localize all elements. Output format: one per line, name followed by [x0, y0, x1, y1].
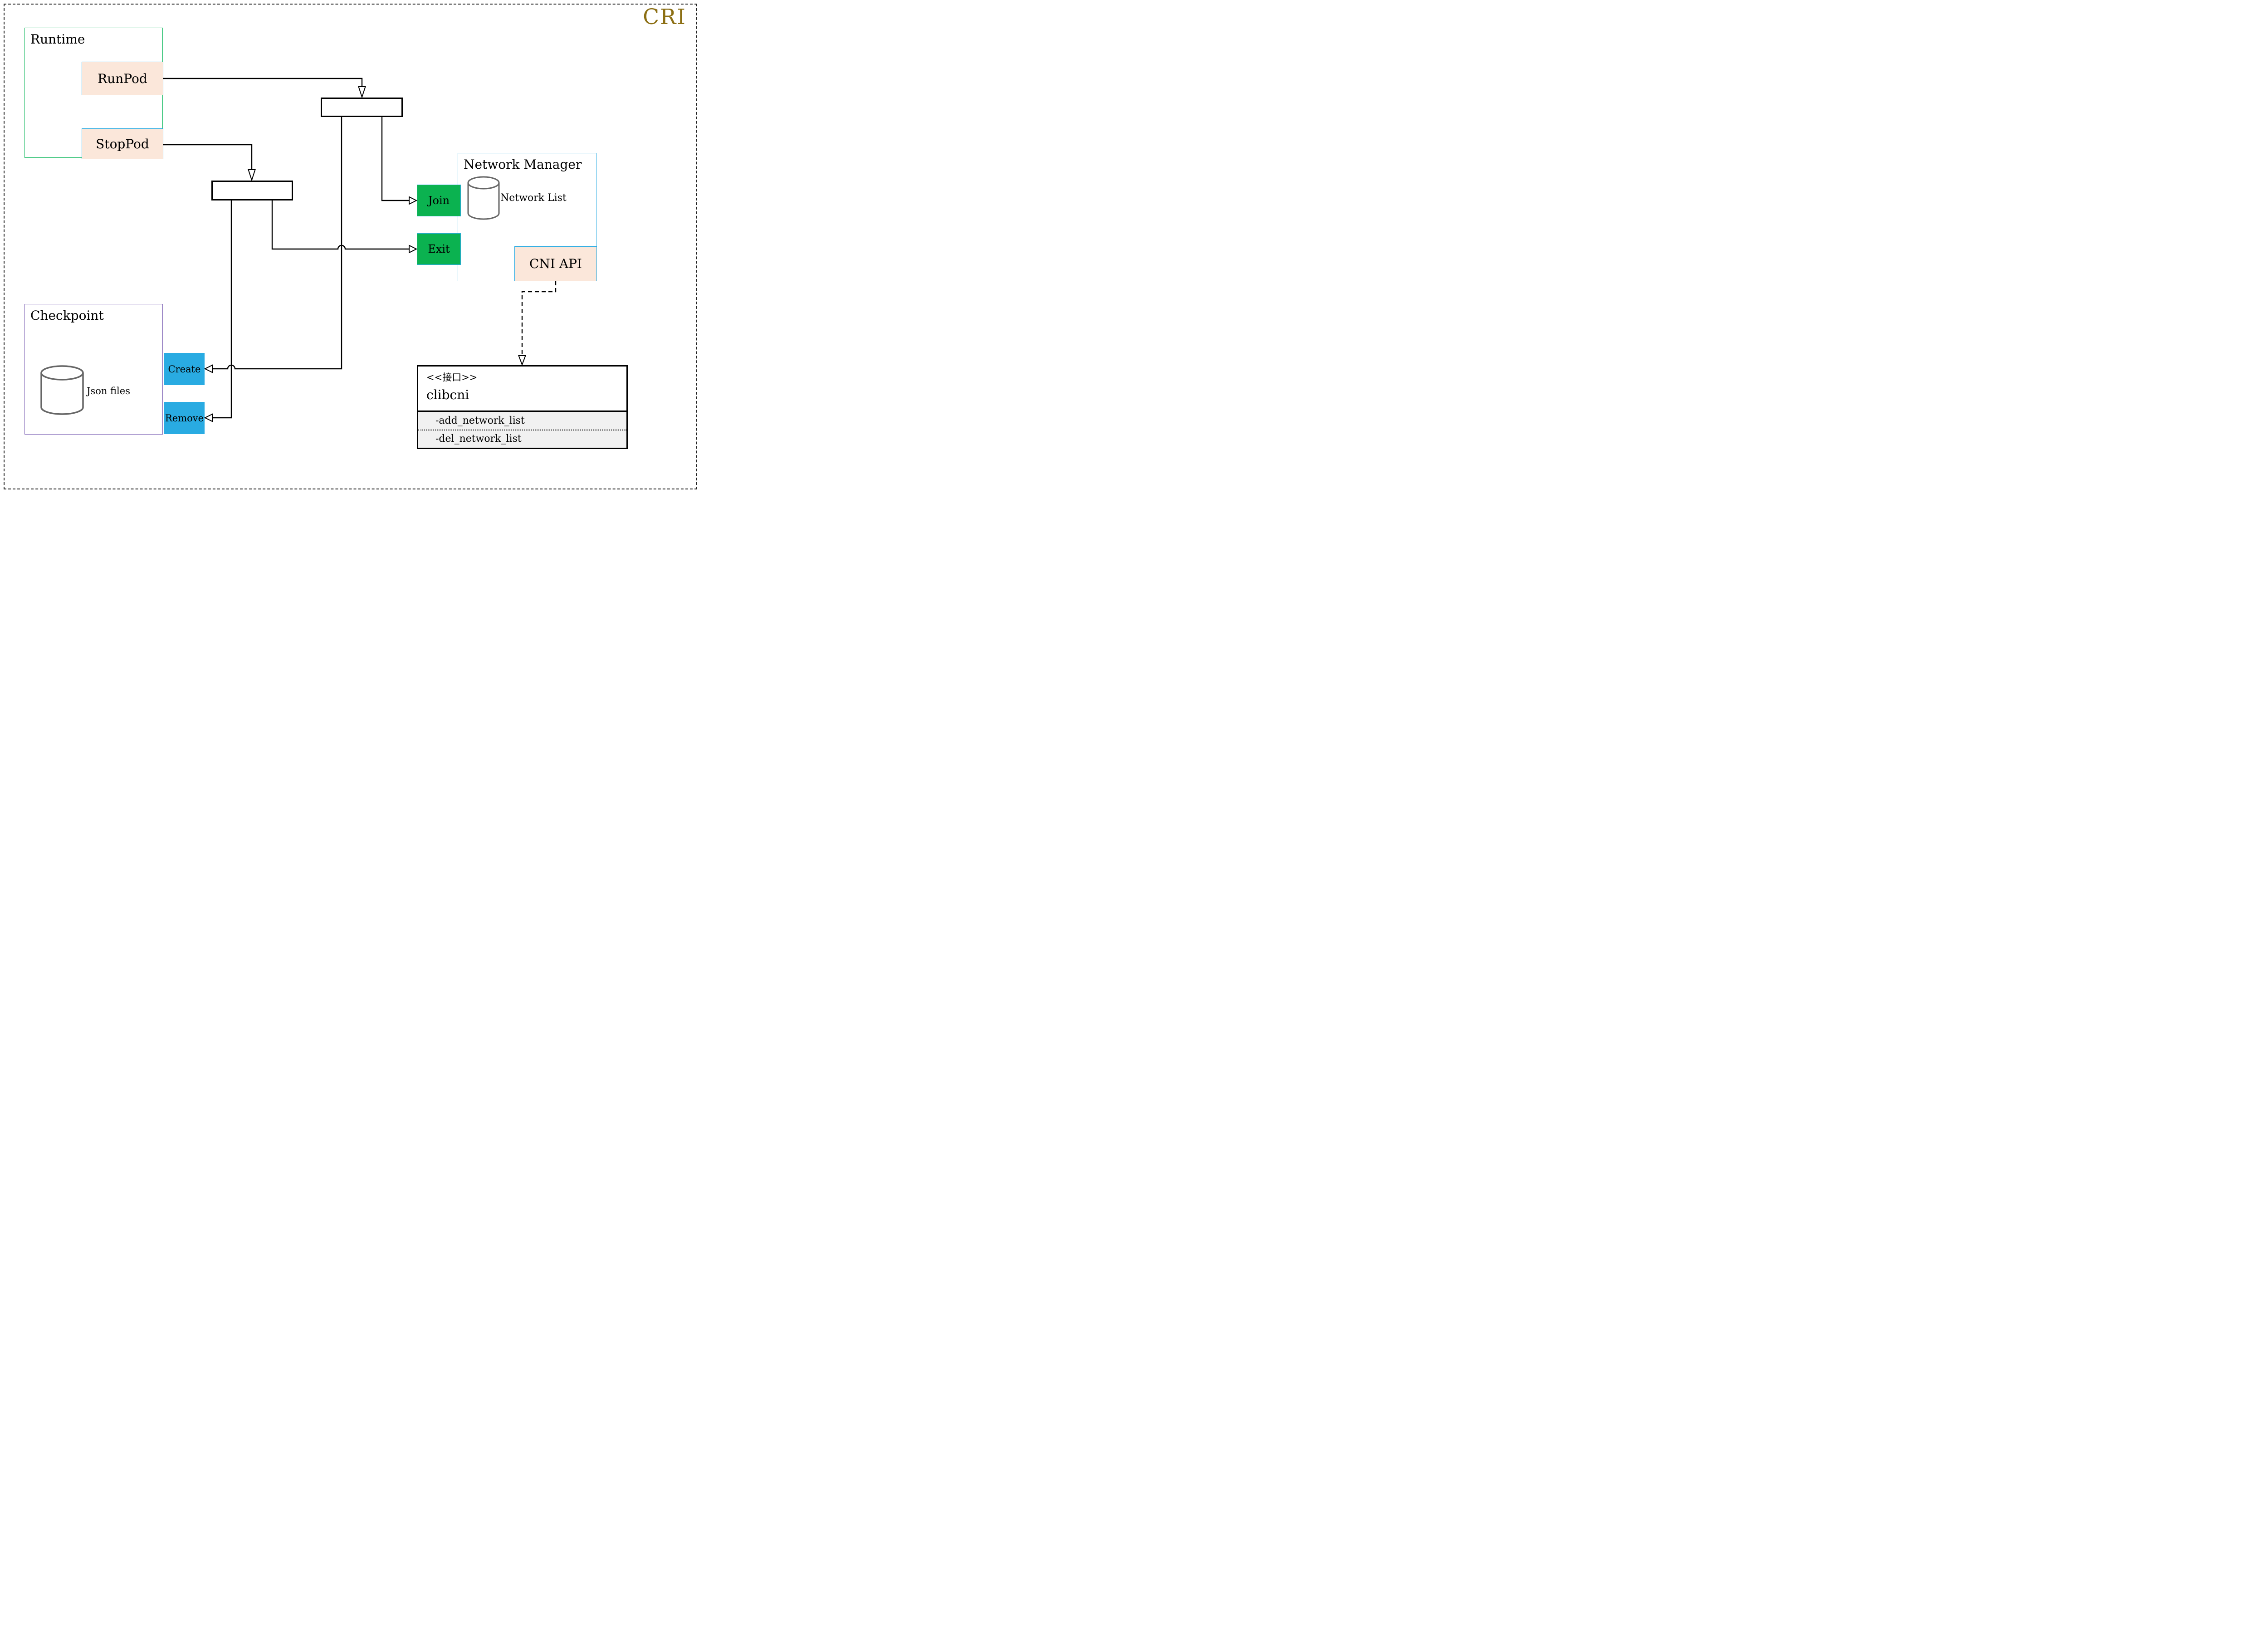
- checkpoint-group-title: Checkpoint: [30, 308, 104, 323]
- method-del-network-list: -del_network_list: [435, 433, 522, 445]
- runtime-group-title: Runtime: [30, 32, 85, 47]
- json-files-label: Json files: [87, 386, 130, 396]
- cri-title: CRI: [643, 5, 686, 29]
- interface-stereotype-label: <<接口>>: [426, 372, 478, 383]
- method-add-network-list: -add_network_list: [418, 412, 626, 430]
- clibcni-interface-box: <<接口>> clibcni -add_network_list -del_ne…: [417, 365, 628, 449]
- clibcni-methods-section: -add_network_list -del_network_list: [418, 411, 626, 448]
- network-list-label: Network List: [500, 192, 567, 204]
- diagram-canvas: CRI Runtime RunPod StopPod Network Manag…: [0, 0, 701, 493]
- network-manager-group-title: Network Manager: [464, 157, 582, 172]
- join-node: Join: [417, 185, 461, 216]
- checkpoint-group-box: Checkpoint: [24, 304, 163, 435]
- clibcni-header: <<接口>> clibcni: [418, 367, 626, 411]
- process-box-runpod-flow: [321, 98, 403, 117]
- process-box-stoppod-flow: [211, 181, 293, 200]
- exit-node: Exit: [417, 233, 461, 265]
- page-dashed-border: [4, 4, 697, 489]
- runpod-node: RunPod: [82, 62, 163, 95]
- interface-name-label: clibcni: [426, 387, 469, 402]
- cni-api-node: CNI API: [514, 246, 597, 281]
- remove-node: Remove: [164, 402, 205, 434]
- create-node: Create: [164, 353, 205, 385]
- stoppod-node: StopPod: [82, 128, 163, 159]
